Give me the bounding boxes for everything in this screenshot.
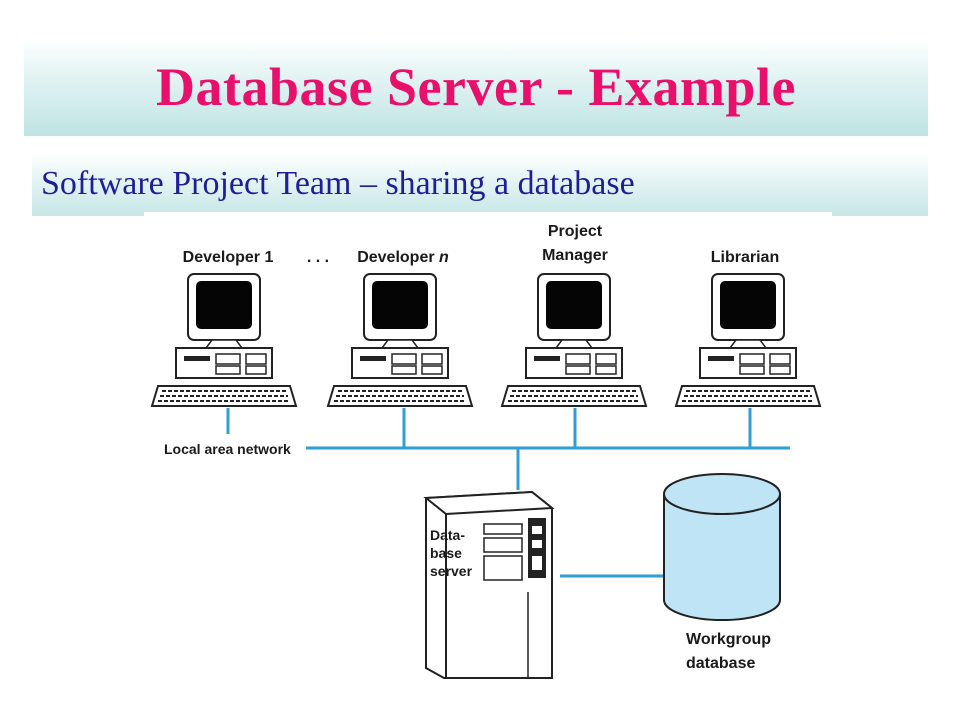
network-label: Local area network <box>164 441 291 457</box>
subtitle-banner: Software Project Team – sharing a databa… <box>32 154 928 216</box>
workstation-ellipsis: . . . <box>307 249 329 266</box>
title-banner: Database Server - Example <box>24 38 928 136</box>
server-label-line3: server <box>430 563 473 579</box>
slide-title: Database Server - Example <box>156 57 796 117</box>
workstation-icon-4 <box>675 273 821 407</box>
network-diagram-svg: Developer 1 . . . Developer n Project Ma… <box>151 223 821 679</box>
workstation-label-2: Developer n <box>357 249 449 266</box>
workstation-label-3-line2: Manager <box>542 247 608 264</box>
workstation-label-1: Developer 1 <box>183 249 274 266</box>
network-lines <box>226 408 790 578</box>
server-label-line1: Data- <box>430 527 465 543</box>
slide-subtitle: Software Project Team – sharing a databa… <box>41 165 635 202</box>
workstation-label-4: Librarian <box>711 249 779 266</box>
network-diagram: Developer 1 . . . Developer n Project Ma… <box>144 212 832 680</box>
database-label-line1: Workgroup <box>686 631 771 648</box>
workstation-icon-1 <box>151 273 297 407</box>
server-label-line2: base <box>430 545 462 561</box>
database-server-icon <box>423 490 555 679</box>
database-cylinder-icon <box>663 473 781 621</box>
workstation-icon-2 <box>327 273 473 407</box>
workstation-label-3-line1: Project <box>548 223 603 240</box>
database-label-line2: database <box>686 655 755 672</box>
workstation-icon-3 <box>501 273 647 407</box>
